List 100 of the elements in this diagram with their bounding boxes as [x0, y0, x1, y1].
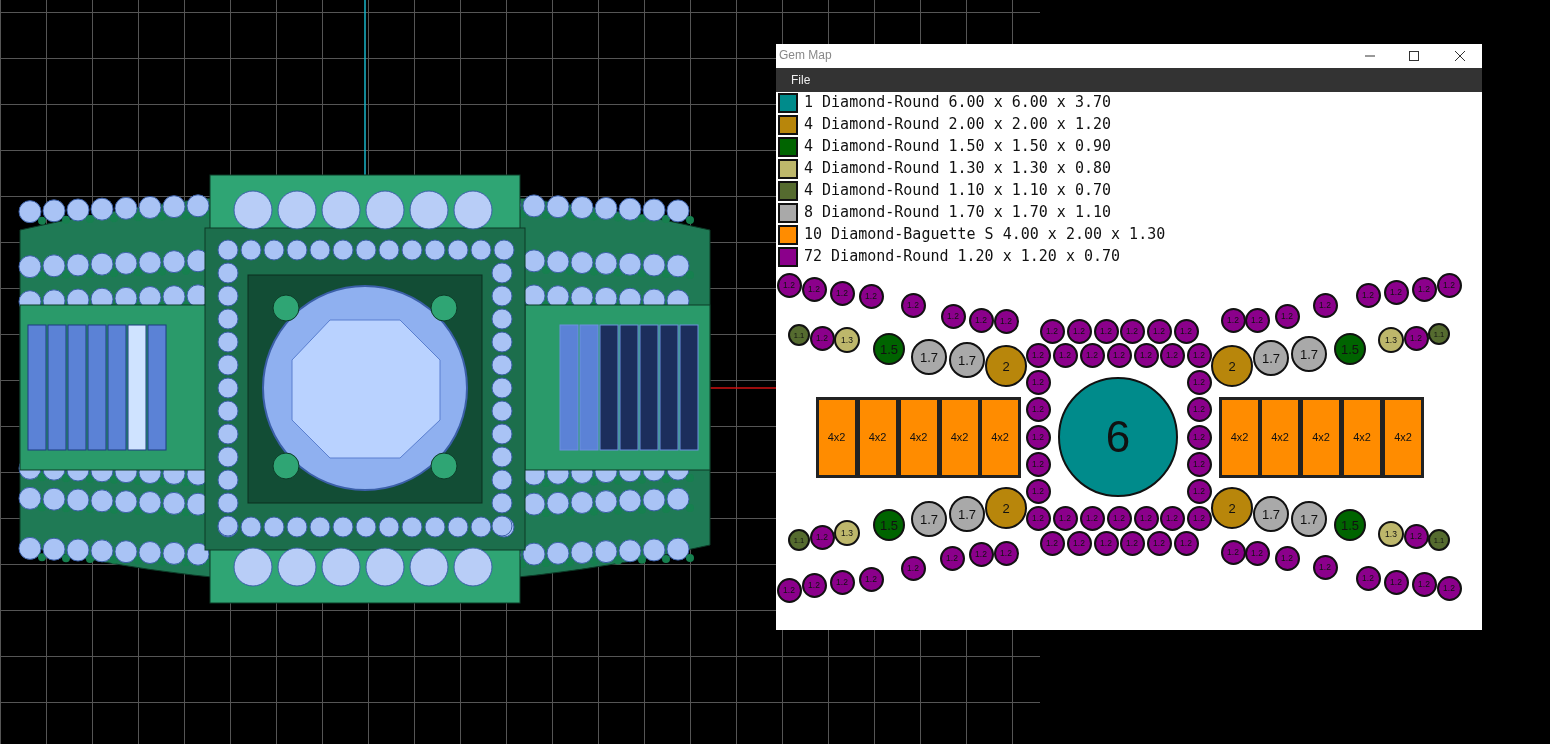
baguette-stone-marker: 4x2: [1218, 396, 1261, 478]
round-stone-marker: 1.2: [1355, 282, 1381, 308]
round-stone-marker: 2: [1211, 345, 1253, 387]
round-stone-marker: 1.2: [829, 280, 855, 306]
round-stone-marker: 1.2: [1025, 451, 1051, 477]
round-stone-marker: 2: [1211, 487, 1253, 529]
round-stone-marker: 1.2: [809, 524, 835, 550]
round-stone-marker: 1.2: [1403, 325, 1429, 351]
round-stone-marker: 1.3: [834, 327, 860, 353]
round-stone-marker: 1.2: [1025, 342, 1051, 368]
round-stone-marker: 1.2: [1146, 318, 1172, 344]
round-stone-marker: 1.2: [1066, 530, 1092, 556]
round-stone-marker: 1.2: [858, 566, 884, 592]
baguette-stone-marker: 4x2: [815, 396, 858, 478]
round-stone-marker: 1.2: [1052, 505, 1078, 531]
round-stone-marker: 1.2: [1159, 342, 1185, 368]
round-stone-marker: 2: [985, 487, 1027, 529]
round-stone-marker: 1.2: [1186, 451, 1212, 477]
legend-text: 1 Diamond-Round 6.00 x 6.00 x 3.70: [804, 93, 1112, 111]
round-stone-marker: 1.7: [1291, 501, 1327, 537]
round-stone-marker: 1.7: [949, 342, 985, 378]
round-stone-marker: 1.2: [1220, 539, 1246, 565]
round-stone-marker: 1.2: [1411, 571, 1437, 597]
round-stone-marker: 1.2: [1383, 569, 1409, 595]
round-stone-marker: 1.2: [1119, 530, 1145, 556]
round-stone-marker: 6: [1058, 377, 1178, 497]
round-stone-marker: 1.2: [900, 555, 926, 581]
round-stone-marker: 1.2: [858, 283, 884, 309]
baguette-stone-marker: 4x2: [1341, 396, 1383, 478]
round-stone-marker: 1.2: [1383, 279, 1409, 305]
round-stone-marker: 1.2: [1025, 478, 1051, 504]
round-stone-marker: 1.3: [1378, 327, 1404, 353]
window-title: Gem Map: [779, 48, 832, 62]
round-stone-marker: 1.7: [1291, 336, 1327, 372]
legend-text: 4 Diamond-Round 1.50 x 1.50 x 0.90: [804, 137, 1112, 155]
round-stone-marker: 1.2: [1436, 272, 1462, 298]
round-stone-marker: 1.2: [1025, 369, 1051, 395]
round-stone-marker: 1.7: [1253, 340, 1289, 376]
legend-text: 10 Diamond-Baguette S 4.00 x 2.00 x 1.30: [804, 225, 1166, 243]
round-stone-marker: 1.2: [1146, 530, 1172, 556]
round-stone-marker: 1.7: [1253, 496, 1289, 532]
round-stone-marker: 1.7: [911, 339, 947, 375]
round-stone-marker: 1.2: [1052, 342, 1078, 368]
round-stone-marker: 1.2: [1274, 545, 1300, 571]
round-stone-marker: 1.2: [1106, 505, 1132, 531]
round-stone-marker: 1.2: [1093, 318, 1119, 344]
round-stone-marker: 1.2: [1186, 369, 1212, 395]
round-stone-marker: 1.2: [776, 577, 802, 603]
round-stone-marker: 1.2: [1025, 505, 1051, 531]
round-stone-marker: 1.2: [940, 303, 966, 329]
round-stone-marker: 1.7: [911, 501, 947, 537]
round-stone-marker: 1.2: [1274, 303, 1300, 329]
legend-text: 4 Diamond-Round 2.00 x 2.00 x 1.20: [804, 115, 1112, 133]
round-stone-marker: 1.2: [809, 325, 835, 351]
round-stone-marker: 1.2: [993, 308, 1019, 334]
round-stone-marker: 1.2: [1079, 505, 1105, 531]
round-stone-marker: 1.2: [939, 545, 965, 571]
round-stone-marker: 1.2: [968, 541, 994, 567]
round-stone-marker: 1.2: [1186, 342, 1212, 368]
round-stone-marker: 1.2: [1186, 478, 1212, 504]
round-stone-marker: 1.2: [1312, 292, 1338, 318]
round-stone-marker: 1.5: [1334, 509, 1366, 541]
round-stone-marker: 1.2: [993, 540, 1019, 566]
round-stone-marker: 1.2: [1039, 530, 1065, 556]
round-stone-marker: 1.2: [1186, 396, 1212, 422]
round-stone-marker: 1.2: [1244, 307, 1270, 333]
round-stone-marker: 1.2: [1173, 318, 1199, 344]
round-stone-marker: 1.2: [1079, 342, 1105, 368]
legend-text: 4 Diamond-Round 1.30 x 1.30 x 0.80: [804, 159, 1112, 177]
round-stone-marker: 1.2: [1119, 318, 1145, 344]
legend-text: 4 Diamond-Round 1.10 x 1.10 x 0.70: [804, 181, 1112, 199]
round-stone-marker: 1.2: [1106, 342, 1132, 368]
round-stone-marker: 1.2: [829, 569, 855, 595]
legend-text: 72 Diamond-Round 1.20 x 1.20 x 0.70: [804, 247, 1121, 265]
round-stone-marker: 1.2: [1436, 575, 1462, 601]
round-stone-marker: 1.2: [1403, 523, 1429, 549]
baguette-stone-marker: 4x2: [979, 396, 1021, 478]
round-stone-marker: 1.2: [1133, 342, 1159, 368]
round-stone-marker: 1.2: [1312, 554, 1338, 580]
baguette-stone-marker: 4x2: [897, 396, 940, 478]
round-stone-marker: 1.2: [1039, 318, 1065, 344]
round-stone-marker: 1.2: [1093, 530, 1119, 556]
baguette-stone-marker: 4x2: [938, 396, 981, 478]
round-stone-marker: 1.2: [1411, 276, 1437, 302]
round-stone-marker: 1.3: [1378, 521, 1404, 547]
round-stone-marker: 2: [985, 345, 1027, 387]
round-stone-marker: 1.2: [1025, 424, 1051, 450]
baguette-stone-marker: 4x2: [1300, 396, 1342, 478]
legend-text: 8 Diamond-Round 1.70 x 1.70 x 1.10: [804, 203, 1112, 221]
round-stone-marker: 1.5: [873, 333, 905, 365]
round-stone-marker: 1.2: [1159, 505, 1185, 531]
round-stone-marker: 1.2: [1355, 565, 1381, 591]
round-stone-marker: 1.7: [949, 496, 985, 532]
baguette-stone-marker: 4x2: [856, 396, 899, 478]
round-stone-marker: 1.5: [1334, 333, 1366, 365]
round-stone-marker: 1.2: [1186, 505, 1212, 531]
round-stone-marker: 1.2: [801, 276, 827, 302]
round-stone-marker: 1.2: [968, 307, 994, 333]
round-stone-marker: 1.2: [1220, 307, 1246, 333]
round-stone-marker: 1.2: [900, 292, 926, 318]
